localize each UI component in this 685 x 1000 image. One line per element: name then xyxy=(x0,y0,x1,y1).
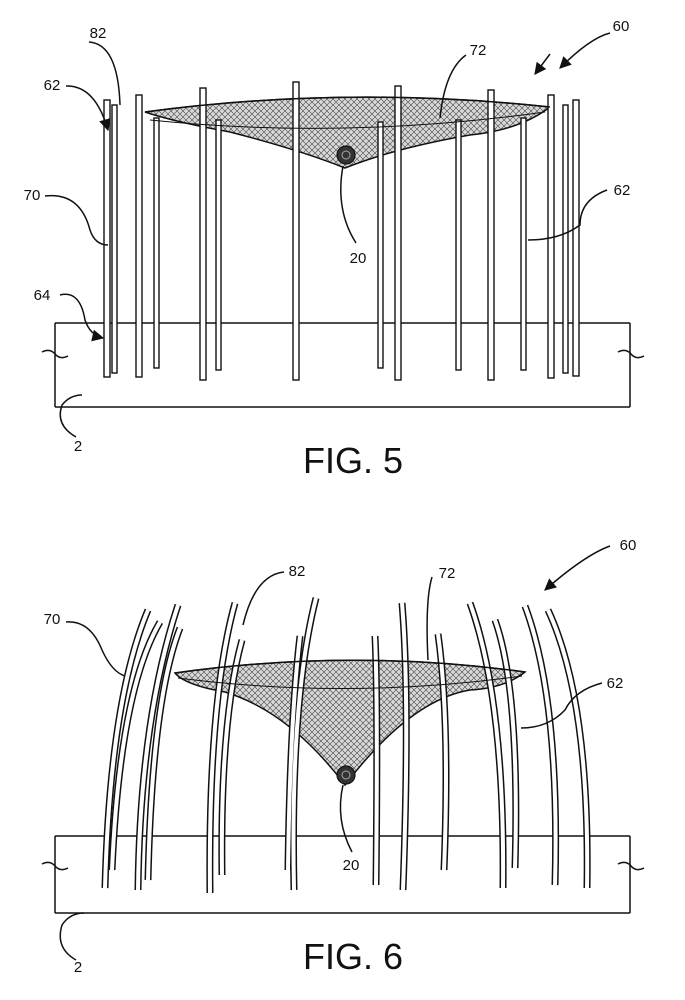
fig6-label-assembly: 60 xyxy=(620,537,637,554)
fig5-caption: FIG. 5 xyxy=(303,440,403,481)
fig6-label-leg: 70 xyxy=(44,611,61,628)
fig5-rod xyxy=(572,99,580,377)
fig5-label-base-mark: 64 xyxy=(34,287,51,304)
fig5-rod xyxy=(394,85,402,381)
fig5-label-rod-b: 62 xyxy=(614,182,631,199)
fig5-rod xyxy=(135,94,143,378)
fig6-break-left xyxy=(41,861,69,871)
fig6-label-net: 72 xyxy=(439,565,456,582)
fig5-break-right xyxy=(617,349,645,359)
fig5-rod xyxy=(153,117,160,369)
fig5-label-connector: 82 xyxy=(90,25,107,42)
fig5-rod xyxy=(487,89,495,381)
fig5-rod xyxy=(111,104,118,374)
fig6-rods xyxy=(101,597,591,894)
fig5-rod xyxy=(455,119,462,371)
fig6-label-rod: 62 xyxy=(607,675,624,692)
fig5-rod xyxy=(377,121,384,369)
fig5-label-net: 72 xyxy=(470,42,487,59)
fig5-rod xyxy=(547,94,555,379)
fig5-rod xyxy=(520,117,527,371)
fig5-rod xyxy=(199,87,207,381)
fig6-label-connector: 82 xyxy=(289,563,306,580)
fig5-label-item: 20 xyxy=(350,250,367,267)
fig5-rod xyxy=(215,119,222,371)
fig5-label-leg: 70 xyxy=(24,187,41,204)
fig5-rods xyxy=(103,81,580,381)
fig6-item-20 xyxy=(336,765,356,785)
fig6-break-right xyxy=(617,861,645,871)
fig5-label-rod-a: 62 xyxy=(44,77,61,94)
fig5-label-ground: 2 xyxy=(74,438,82,455)
figure-5 xyxy=(41,32,645,438)
fig5-label-assembly: 60 xyxy=(613,18,630,35)
fig5-break-left xyxy=(41,349,69,359)
fig5-ground-slab xyxy=(41,322,645,408)
figure-6 xyxy=(41,545,645,961)
fig5-rod xyxy=(562,104,569,374)
fig5-item-20 xyxy=(336,145,356,165)
fig5-rod xyxy=(103,99,111,378)
fig6-label-item: 20 xyxy=(343,857,360,874)
fig6-label-ground: 2 xyxy=(74,959,82,976)
fig6-caption: FIG. 6 xyxy=(303,936,403,977)
fig5-rod xyxy=(292,81,300,381)
